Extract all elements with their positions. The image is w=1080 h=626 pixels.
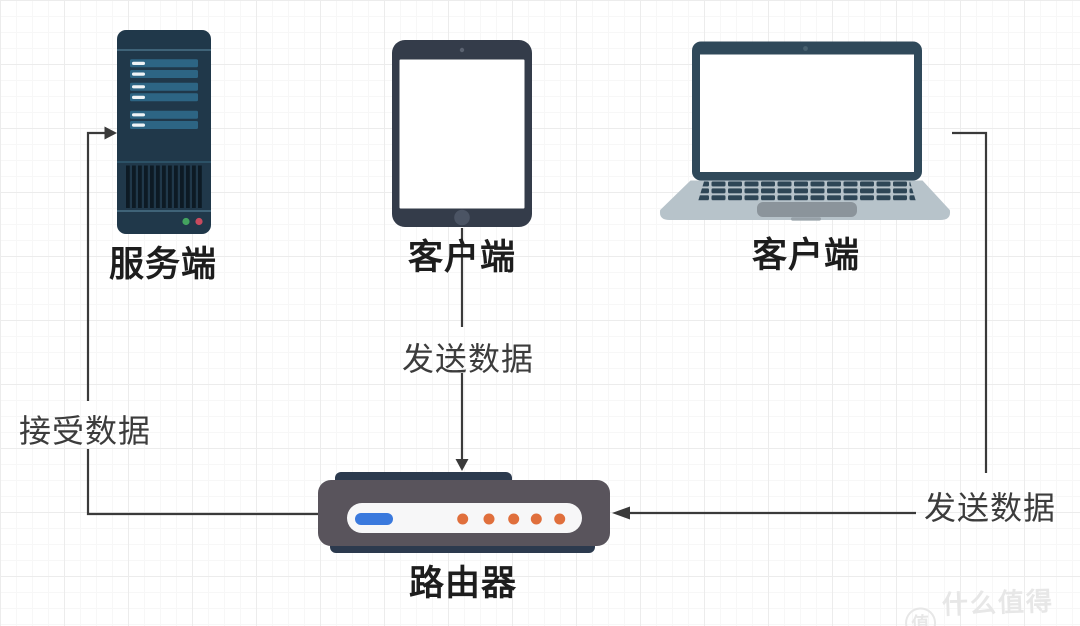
laptop-keyboard <box>698 181 916 202</box>
watermark-badge-icon: 值 <box>904 606 937 626</box>
watermark-text: 什么值得买 <box>941 585 1055 626</box>
smzdm-watermark: 值 什么值得买 <box>904 580 1080 626</box>
tablet-home-button <box>454 209 470 226</box>
edge-router-server-line-upper <box>86 131 105 401</box>
server-tower-icon <box>117 30 211 234</box>
server-led-green <box>182 217 190 226</box>
laptop-camera-dot <box>803 46 808 51</box>
server-vents <box>126 165 202 208</box>
arrowhead-into-router-right <box>612 506 630 520</box>
server-led-red <box>195 217 203 226</box>
edge-laptop-router-line-upper <box>952 131 988 473</box>
arrowhead-into-server <box>104 126 117 140</box>
tablet-client-node <box>392 40 532 227</box>
server-label: 服务端 <box>108 245 218 284</box>
edge-label-send-data-center: 发送数据 <box>401 341 535 377</box>
edge-label-receive-data: 接受数据 <box>18 413 152 449</box>
router-node <box>314 468 614 556</box>
router-label: 路由器 <box>408 564 518 603</box>
edge-router-server-line-lower <box>86 449 318 516</box>
laptop-client-node <box>655 40 955 222</box>
laptop-client-label: 客户端 <box>751 236 861 275</box>
laptop-icon <box>659 41 951 221</box>
arrowhead-into-router-top <box>455 459 469 471</box>
laptop-touchpad <box>757 202 857 217</box>
server-node <box>117 30 211 234</box>
edge-label-send-data-right: 发送数据 <box>923 490 1057 526</box>
tablet-client-label: 客户端 <box>407 238 517 277</box>
router-led-bar <box>355 513 393 525</box>
router-led-dots <box>457 513 566 525</box>
router-icon <box>318 472 610 553</box>
tablet-icon <box>392 40 532 227</box>
tablet-camera-dot <box>459 47 465 53</box>
